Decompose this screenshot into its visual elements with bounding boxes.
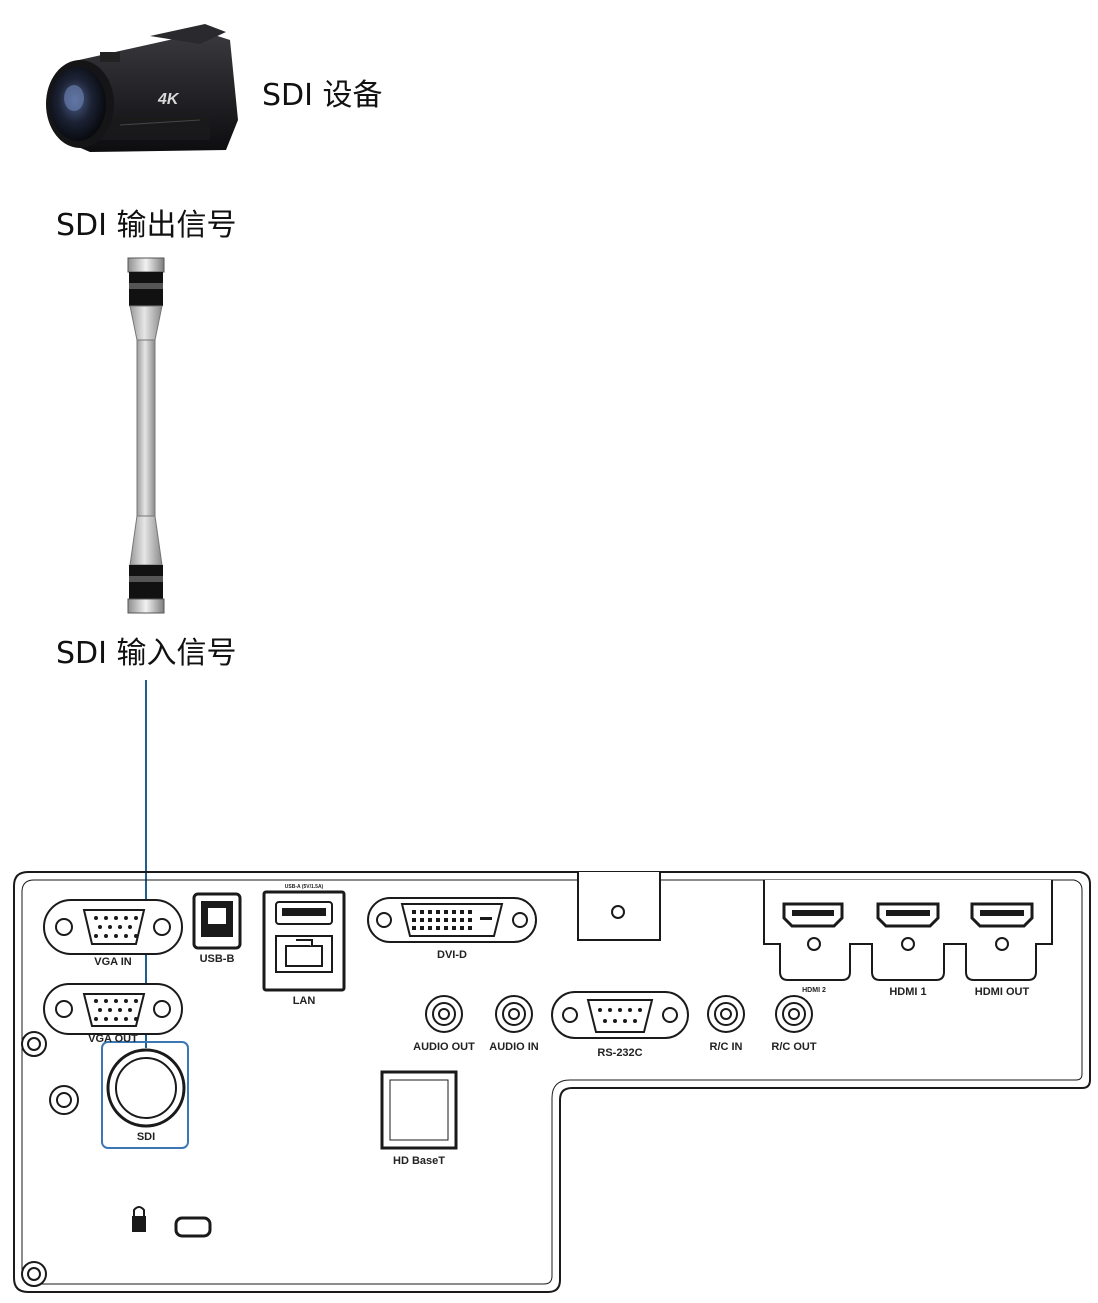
vga-out-label: VGA OUT [88,1033,138,1045]
sdi-label: SDI [137,1131,155,1143]
lan-usb-block [264,892,344,990]
camcorder-icon: 4K [46,24,238,152]
hdbaset-label: HD BaseT [393,1155,445,1167]
usb-a-label: USB-A (5V/1.5A) [285,884,324,890]
camera-badge: 4K [157,91,180,108]
vga-in-port [44,900,182,954]
rc-out-jack [776,996,812,1032]
rs232c-label: RS-232C [597,1047,642,1059]
bnc-connector-top [128,258,164,272]
dvi-d-port [368,898,536,942]
lan-label: LAN [293,995,316,1007]
sdi-port [108,1050,184,1126]
panel-screw [50,1086,78,1114]
port-group [22,872,1052,1286]
lock-icon [132,1207,146,1232]
audio-in-label: AUDIO IN [489,1041,539,1053]
bnc-connector-bottom [128,599,164,613]
vga-in-label: VGA IN [94,956,132,968]
left-screw-bottom [22,1262,46,1286]
audio-out-label: AUDIO OUT [413,1041,475,1053]
security-slot [176,1218,210,1236]
hdmi-group [764,880,1052,980]
hdbaset-port [382,1072,456,1148]
center-tab [578,872,660,940]
vga-out-port [44,984,182,1034]
usb-b-label: USB-B [200,953,235,965]
hdmi-out-label: HDMI OUT [975,986,1030,998]
rc-in-jack [708,996,744,1032]
usb-b-port [194,894,240,948]
audio-out-jack [426,996,462,1032]
rc-out-label: R/C OUT [771,1041,817,1053]
left-screw-top [22,1032,46,1056]
dvi-d-label: DVI-D [437,949,467,961]
hdmi-1-label: HDMI 1 [889,986,926,998]
rc-in-label: R/C IN [710,1041,743,1053]
audio-in-jack [496,996,532,1032]
sdi-cable [128,258,164,613]
hdmi-2-label: HDMI 2 [802,987,826,994]
rs232c-port [552,992,688,1038]
